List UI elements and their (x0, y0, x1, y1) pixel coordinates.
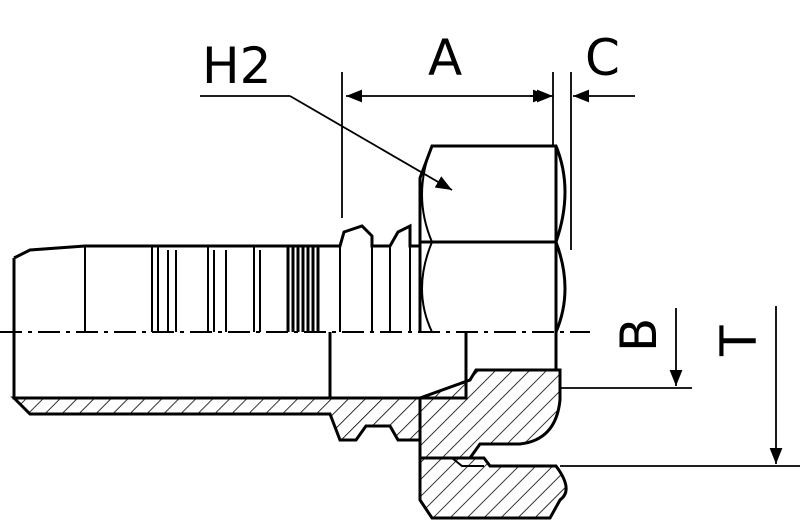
thread-zone (286, 246, 320, 332)
hose-tail-ridges (84, 246, 411, 332)
dimension-a (341, 72, 554, 218)
label-b: B (610, 318, 668, 352)
label-h2: H2 (202, 37, 271, 95)
h2-leader (200, 95, 453, 191)
section-view (10, 332, 568, 520)
dimension-t (560, 306, 800, 467)
label-c: C (585, 29, 620, 87)
hose-tail-body (12, 223, 420, 398)
dimension-b (560, 308, 692, 389)
label-a: A (428, 29, 462, 87)
label-t: T (710, 325, 768, 357)
dimension-c (530, 72, 635, 250)
hex-nut (418, 144, 567, 333)
